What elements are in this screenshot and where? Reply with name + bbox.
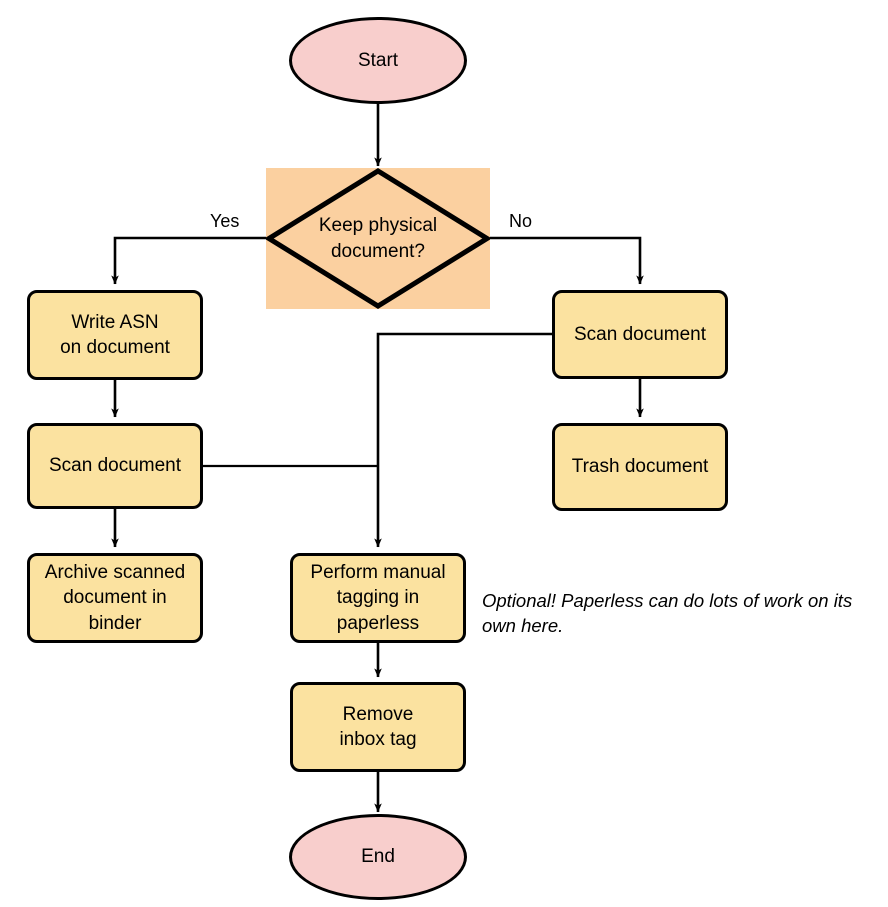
edge-label-yes: Yes: [210, 211, 240, 231]
node-tagging-label: Perform manual tagging in paperless: [310, 562, 446, 634]
node-scan-document-right[interactable]: Scan document: [552, 290, 728, 379]
node-decision-keep-physical-document[interactable]: Keep physical document?: [266, 168, 490, 309]
node-write-asn-on-document[interactable]: Write ASN on document: [27, 290, 203, 380]
node-scan-document-right-label: Scan document: [573, 323, 707, 345]
edge-decision-no-to-scan-right: [489, 236, 644, 285]
node-write-asn-label: Write ASN on document: [60, 311, 170, 358]
node-decision-label: Keep physical document?: [318, 215, 438, 262]
node-scan-document-left[interactable]: Scan document: [27, 423, 203, 509]
node-end-label: End: [361, 846, 395, 868]
edge-scan-right-to-tagging: [374, 332, 552, 548]
annotation-optional-note: Optional! Paperless can do lots of work …: [482, 590, 853, 636]
node-trash-document[interactable]: Trash document: [552, 423, 728, 511]
node-remove-inbox-tag[interactable]: Remove inbox tag: [290, 682, 466, 772]
node-end[interactable]: End: [289, 814, 467, 900]
node-perform-manual-tagging-in-paperless[interactable]: Perform manual tagging in paperless: [290, 553, 466, 643]
edge-label-no: No: [509, 211, 533, 231]
node-remove-inbox-tag-label: Remove inbox tag: [339, 703, 417, 750]
diamond-shape-icon: [266, 168, 490, 309]
node-trash-document-label: Trash document: [571, 456, 709, 478]
node-archive-label: Archive scanned document in binder: [44, 562, 186, 634]
node-start-label: Start: [357, 49, 399, 71]
edge-decision-yes-to-write-asn: [111, 236, 267, 285]
node-scan-document-left-label: Scan document: [48, 455, 182, 477]
node-start[interactable]: Start: [289, 17, 467, 104]
node-archive-scanned-document-in-binder[interactable]: Archive scanned document in binder: [27, 553, 203, 643]
